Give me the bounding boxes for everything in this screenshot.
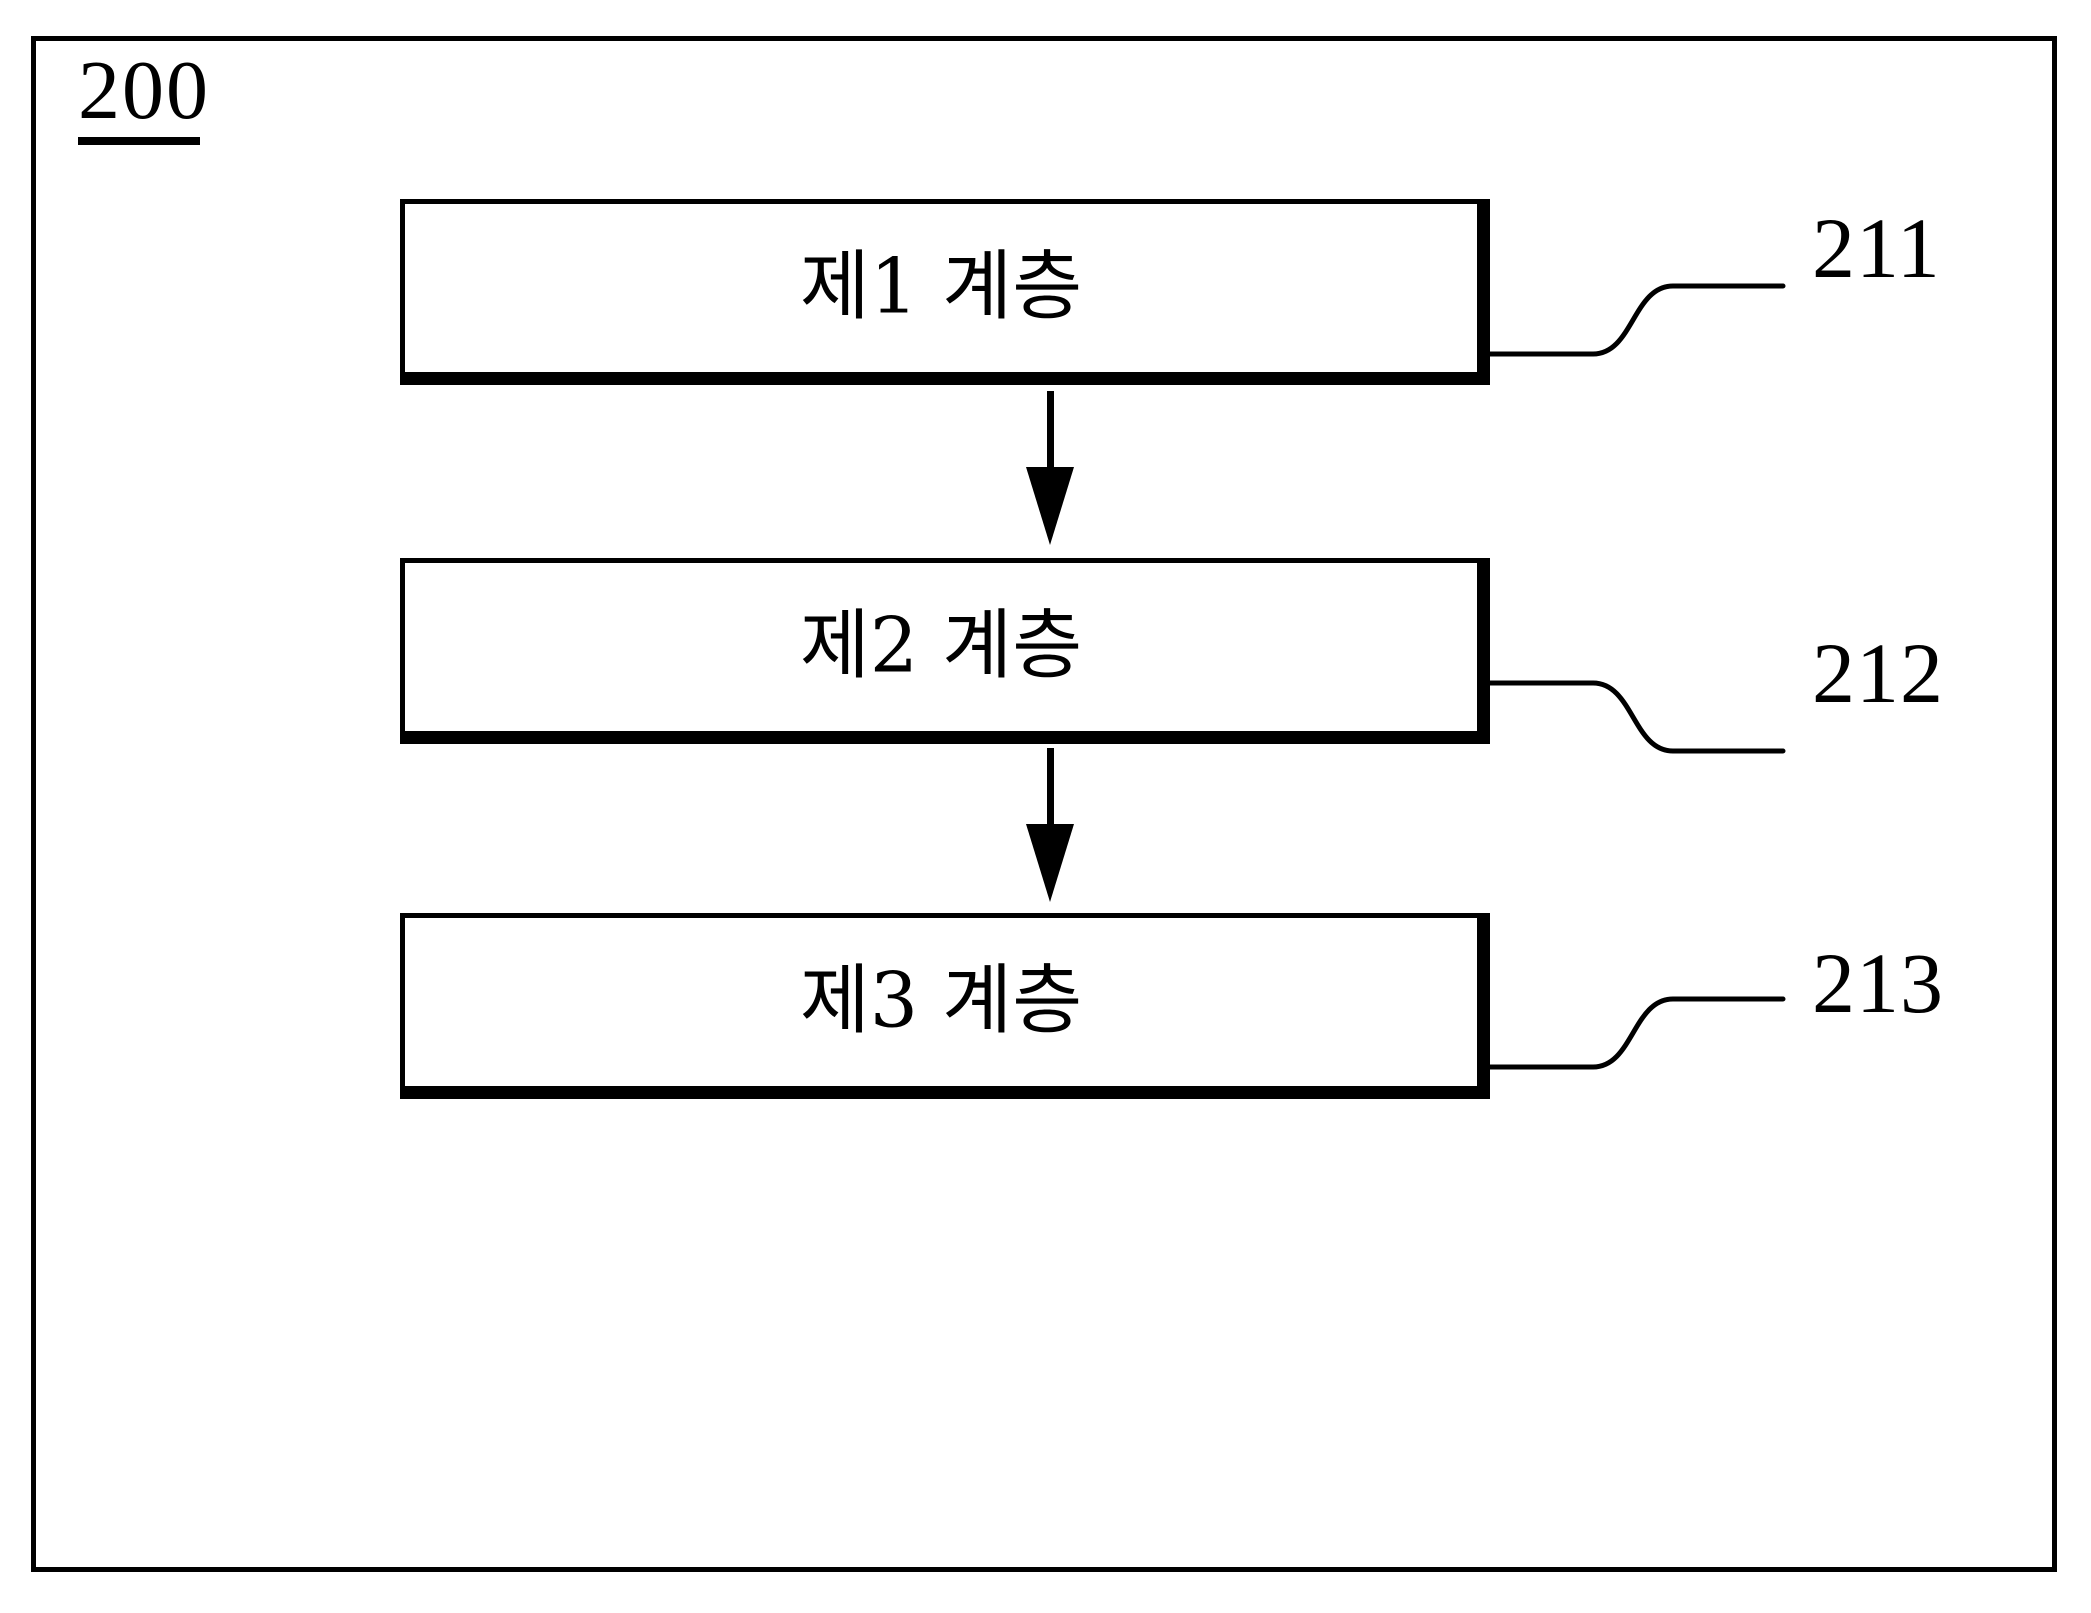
leader-line-212 — [1480, 680, 1786, 754]
layer-box-first-label: 제1 계층 — [799, 241, 1083, 331]
leader-line-213 — [1480, 996, 1786, 1070]
layer-box-second: 제2 계층 — [400, 558, 1490, 744]
leader-line-211 — [1480, 283, 1786, 357]
connector-arrow-shaft — [1047, 391, 1054, 473]
layer-box-second-label: 제2 계층 — [799, 600, 1083, 690]
connector-arrowhead-icon — [1026, 467, 1074, 545]
connector-arrowhead-icon — [1026, 824, 1074, 902]
connector-arrow-shaft — [1047, 748, 1054, 830]
reference-number-213: 213 — [1812, 935, 1944, 1031]
figure-number-label: 200 — [78, 44, 210, 137]
reference-number-212: 212 — [1812, 625, 1944, 721]
reference-number-211: 211 — [1812, 200, 1941, 296]
figure-number-underline — [78, 137, 200, 145]
layer-box-third-label: 제3 계층 — [799, 955, 1083, 1045]
layer-box-first: 제1 계층 — [400, 199, 1490, 385]
layer-box-third: 제3 계층 — [400, 913, 1490, 1099]
